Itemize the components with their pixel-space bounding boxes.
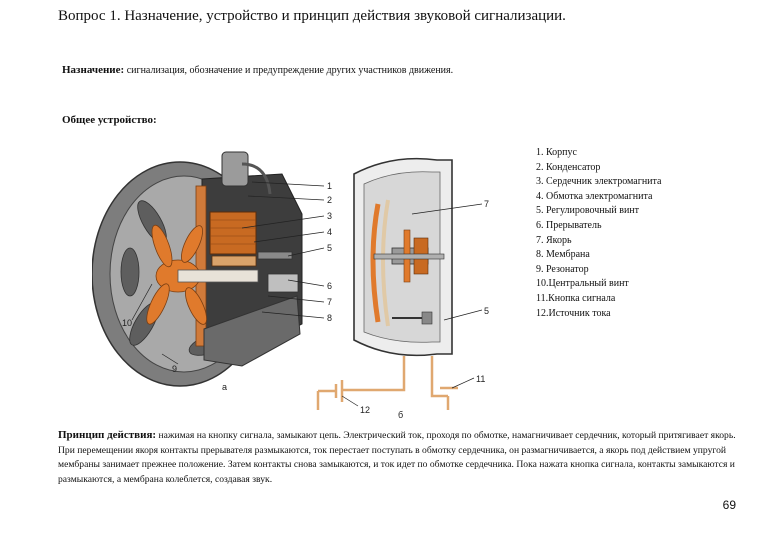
parts-list-item: 11.Кнопка сигнала bbox=[536, 292, 616, 304]
parts-list-item: 8. Мембрана bbox=[536, 249, 590, 261]
parts-list-item: 4. Обмотка электромагнита bbox=[536, 190, 653, 202]
principle-paragraph: Принцип действия: нажимая на кнопку сигн… bbox=[58, 428, 740, 487]
callout-left-8: 8 bbox=[327, 313, 332, 323]
parts-list-item: 12.Источник тока bbox=[536, 307, 611, 319]
parts-list-item: 7. Якорь bbox=[536, 234, 572, 246]
callout-left-1: 1 bbox=[327, 181, 332, 191]
callout-left-2: 2 bbox=[327, 195, 332, 205]
page-number: 69 bbox=[722, 498, 736, 512]
figure-caption-b: б bbox=[398, 410, 403, 420]
callout-left-4: 4 bbox=[327, 227, 332, 237]
purpose-text: сигнализация, обозначение и предупрежден… bbox=[124, 65, 454, 76]
purpose-label: Назначение: bbox=[62, 64, 125, 76]
callout-left-9: 9 bbox=[172, 364, 177, 374]
horn-diagram: 1 2 3 4 5 6 7 8 9 10 а bbox=[92, 151, 489, 420]
callout-right-5: 5 bbox=[484, 306, 489, 316]
callout-left-3: 3 bbox=[327, 211, 332, 221]
parts-list-item: 5. Регулировочный винт bbox=[536, 205, 640, 217]
horn-cutaway: 1 2 3 4 5 6 7 8 9 10 а bbox=[92, 151, 332, 392]
callout-right-7: 7 bbox=[484, 199, 489, 209]
callout-right-11: 11 bbox=[476, 374, 485, 384]
slide-title: Вопрос 1. Назначение, устройство и принц… bbox=[58, 8, 566, 24]
callout-left-7: 7 bbox=[327, 297, 332, 307]
parts-list-item: 6. Прерыватель bbox=[536, 219, 602, 231]
principle-text: нажимая на кнопку сигнала, замыкают цепь… bbox=[58, 430, 736, 485]
device-heading: Общее устройство: bbox=[62, 114, 157, 126]
parts-list-item: 3. Сердечник электромагнита bbox=[536, 176, 662, 188]
callout-left-5: 5 bbox=[327, 243, 332, 253]
parts-list: 1. Корпус 2. Конденсатор 3. Сердечник эл… bbox=[536, 146, 661, 321]
parts-list-item: 2. Конденсатор bbox=[536, 161, 601, 173]
parts-list-item: 10.Центральный винт bbox=[536, 278, 629, 290]
purpose-paragraph: Назначение: сигнализация, обозначение и … bbox=[62, 64, 453, 76]
figure-caption-a: а bbox=[222, 382, 227, 392]
callout-left-6: 6 bbox=[327, 281, 332, 291]
principle-label: Принцип действия: bbox=[58, 429, 157, 441]
horn-schematic: 7 5 11 12 б bbox=[316, 157, 489, 420]
parts-list-item: 1. Корпус bbox=[536, 147, 577, 158]
callout-left-10: 10 bbox=[122, 318, 132, 328]
parts-list-item: 9. Резонатор bbox=[536, 263, 589, 275]
callout-right-12: 12 bbox=[360, 405, 370, 415]
